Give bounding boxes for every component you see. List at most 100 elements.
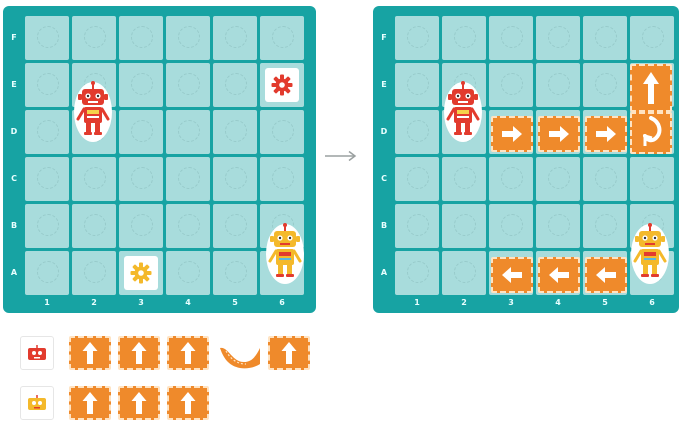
program-card[interactable] [167,386,209,420]
arrow-tile[interactable] [630,64,672,112]
col-label: 2 [442,298,486,307]
cell[interactable] [536,204,580,248]
arrow-tile[interactable] [585,116,627,152]
cell[interactable] [630,157,674,201]
cell[interactable] [72,204,116,248]
cell[interactable] [119,110,163,154]
program-card[interactable] [118,386,160,420]
yellow-gear-tile[interactable] [124,256,158,290]
arrow-tile[interactable] [585,257,627,293]
program-card[interactable] [167,336,209,370]
cell[interactable] [260,157,304,201]
yellow-robot-card[interactable] [20,386,54,420]
cell[interactable] [395,204,439,248]
cell[interactable] [213,63,257,107]
left-arrow-icon [594,266,618,284]
col-label: 4 [166,298,210,307]
cell[interactable] [166,63,210,107]
cell[interactable] [72,157,116,201]
cell[interactable] [119,157,163,201]
cell[interactable] [395,16,439,60]
cell[interactable] [536,157,580,201]
cell[interactable] [213,251,257,295]
cell[interactable] [166,157,210,201]
col-label: 3 [119,298,163,307]
left-arrow-icon [500,266,524,284]
cell[interactable] [442,16,486,60]
red-robot[interactable] [443,78,483,136]
red-robot[interactable] [73,78,113,136]
left-board: F E D C B A 1 2 3 4 5 6 [3,6,316,313]
cell[interactable] [166,110,210,154]
gear-icon [271,74,293,96]
cell[interactable] [583,16,627,60]
up-arrow-icon [179,340,197,366]
col-label: 1 [25,298,69,307]
row-label: C [5,174,23,183]
cell[interactable] [25,204,69,248]
cell[interactable] [442,251,486,295]
cell[interactable] [489,63,533,107]
cell[interactable] [25,251,69,295]
cell[interactable] [25,16,69,60]
cell[interactable] [25,63,69,107]
cell[interactable] [166,16,210,60]
cell[interactable] [489,16,533,60]
cell[interactable] [260,16,304,60]
cell[interactable] [442,204,486,248]
arrow-tile[interactable] [538,116,580,152]
up-arrow-icon [81,390,99,416]
cell[interactable] [395,110,439,154]
cell[interactable] [166,204,210,248]
robot-icon [26,394,48,412]
cell[interactable] [72,251,116,295]
turn-tile[interactable] [630,112,672,154]
right-arrow-icon [500,125,524,143]
red-gear-tile[interactable] [265,68,299,102]
cell[interactable] [536,16,580,60]
cell[interactable] [213,16,257,60]
cell[interactable] [536,63,580,107]
right-arrow-icon [324,150,358,162]
cell[interactable] [260,110,304,154]
cell[interactable] [72,16,116,60]
arrow-tile[interactable] [491,257,533,293]
cell[interactable] [25,157,69,201]
arrow-tile[interactable] [538,257,580,293]
cell[interactable] [119,16,163,60]
cell[interactable] [119,63,163,107]
cell[interactable] [166,251,210,295]
cell[interactable] [213,204,257,248]
col-label: 4 [536,298,580,307]
turn-left-icon[interactable] [216,340,264,370]
program-card[interactable] [268,336,310,370]
cell[interactable] [25,110,69,154]
cell[interactable] [442,157,486,201]
cell[interactable] [489,204,533,248]
yellow-robot[interactable] [630,220,670,278]
row-label: B [5,221,23,230]
up-arrow-icon [81,340,99,366]
cell[interactable] [395,63,439,107]
col-label: 2 [72,298,116,307]
cell[interactable] [119,204,163,248]
cell[interactable] [395,157,439,201]
cell[interactable] [395,251,439,295]
cell[interactable] [583,204,627,248]
col-label: 1 [395,298,439,307]
program-card[interactable] [69,386,111,420]
cell[interactable] [583,157,627,201]
cell[interactable] [489,157,533,201]
col-label: 6 [630,298,674,307]
program-card[interactable] [69,336,111,370]
up-arrow-icon [640,70,662,106]
cell[interactable] [213,110,257,154]
cell[interactable] [630,16,674,60]
arrow-tile[interactable] [491,116,533,152]
yellow-robot[interactable] [265,220,305,278]
col-label: 5 [213,298,257,307]
program-card[interactable] [118,336,160,370]
cell[interactable] [583,63,627,107]
red-robot-card[interactable] [20,336,54,370]
cell[interactable] [213,157,257,201]
